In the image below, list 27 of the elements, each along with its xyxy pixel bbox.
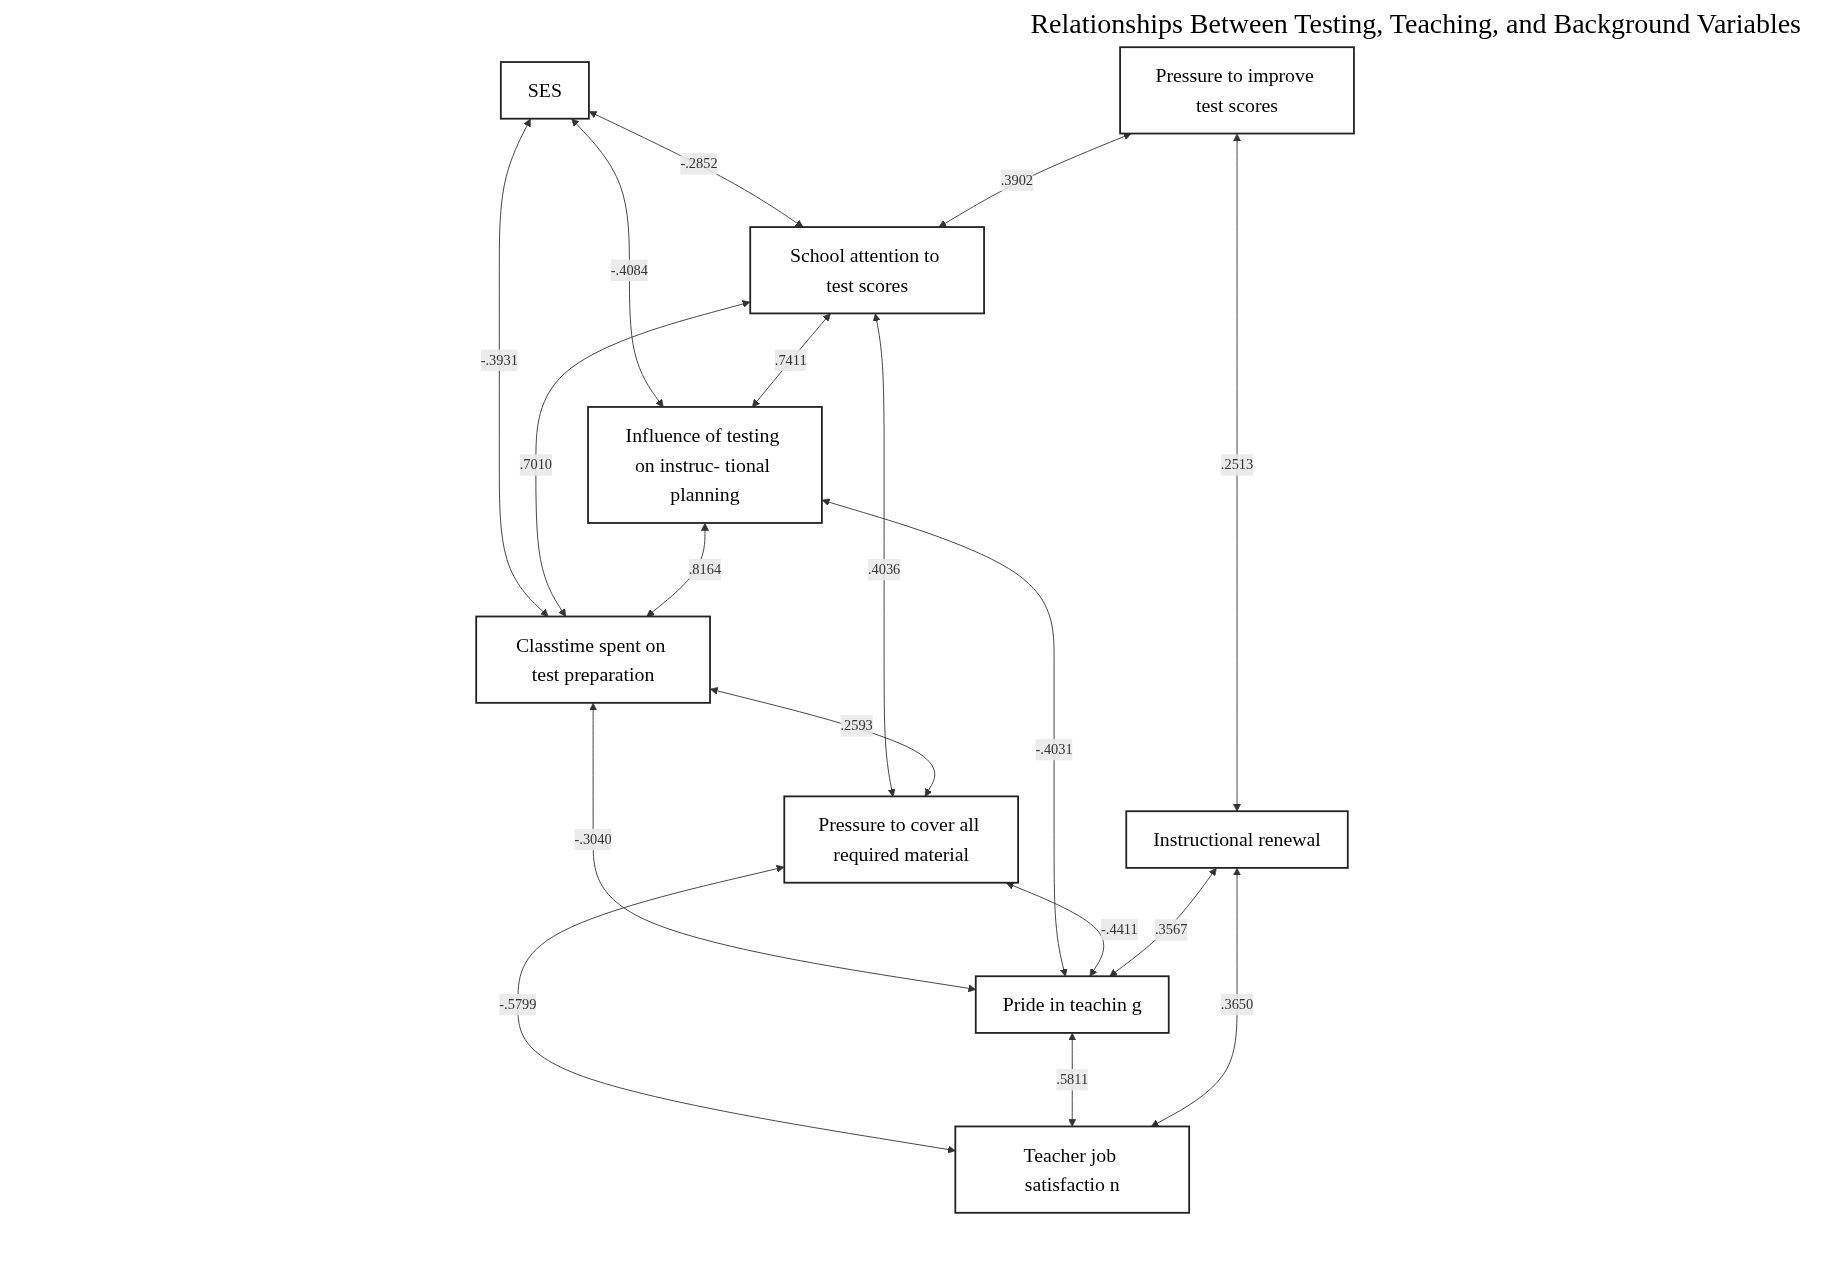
node-box: School attention to test scores <box>749 226 986 315</box>
diagram-title: Relationships Between Testing, Teaching, and Background Variables <box>1029 7 1802 40</box>
edge-label: .3650 <box>1221 996 1254 1012</box>
node-box: SES <box>500 61 591 120</box>
edge-label: .4036 <box>868 561 901 577</box>
node-box: Pride in teachin g <box>975 975 1171 1034</box>
node-box: Influence of testing on instruc- tional planning <box>587 406 824 524</box>
edge-label: -.3040 <box>574 831 613 847</box>
node-box: Instructional renewal <box>1125 810 1350 869</box>
edge-label: .3567 <box>1155 921 1188 938</box>
node-box: Classtime spent on test preparation <box>475 615 712 704</box>
edge-label: -.3931 <box>481 352 519 368</box>
edge-label: -.2852 <box>680 155 718 172</box>
edge-label: .3902 <box>1001 172 1034 188</box>
node-box: Pressure to improve test scores <box>1119 46 1356 135</box>
edge-label: .7010 <box>520 456 553 473</box>
node-box: Pressure to cover all required material <box>783 795 1020 884</box>
edge-label: -.5799 <box>499 996 537 1012</box>
edge-label: -.4084 <box>611 262 649 278</box>
edge-label: .2593 <box>840 717 874 734</box>
node-box: Teacher job satisfactio n <box>954 1125 1191 1214</box>
edge-label: .8164 <box>689 561 722 577</box>
edge-label: .5811 <box>1056 1071 1089 1087</box>
edge-label: .2513 <box>1221 456 1254 473</box>
edge-label: .7411 <box>775 352 808 368</box>
edge-label: -.4031 <box>1035 741 1074 757</box>
edge-label: -.4411 <box>1101 921 1139 937</box>
